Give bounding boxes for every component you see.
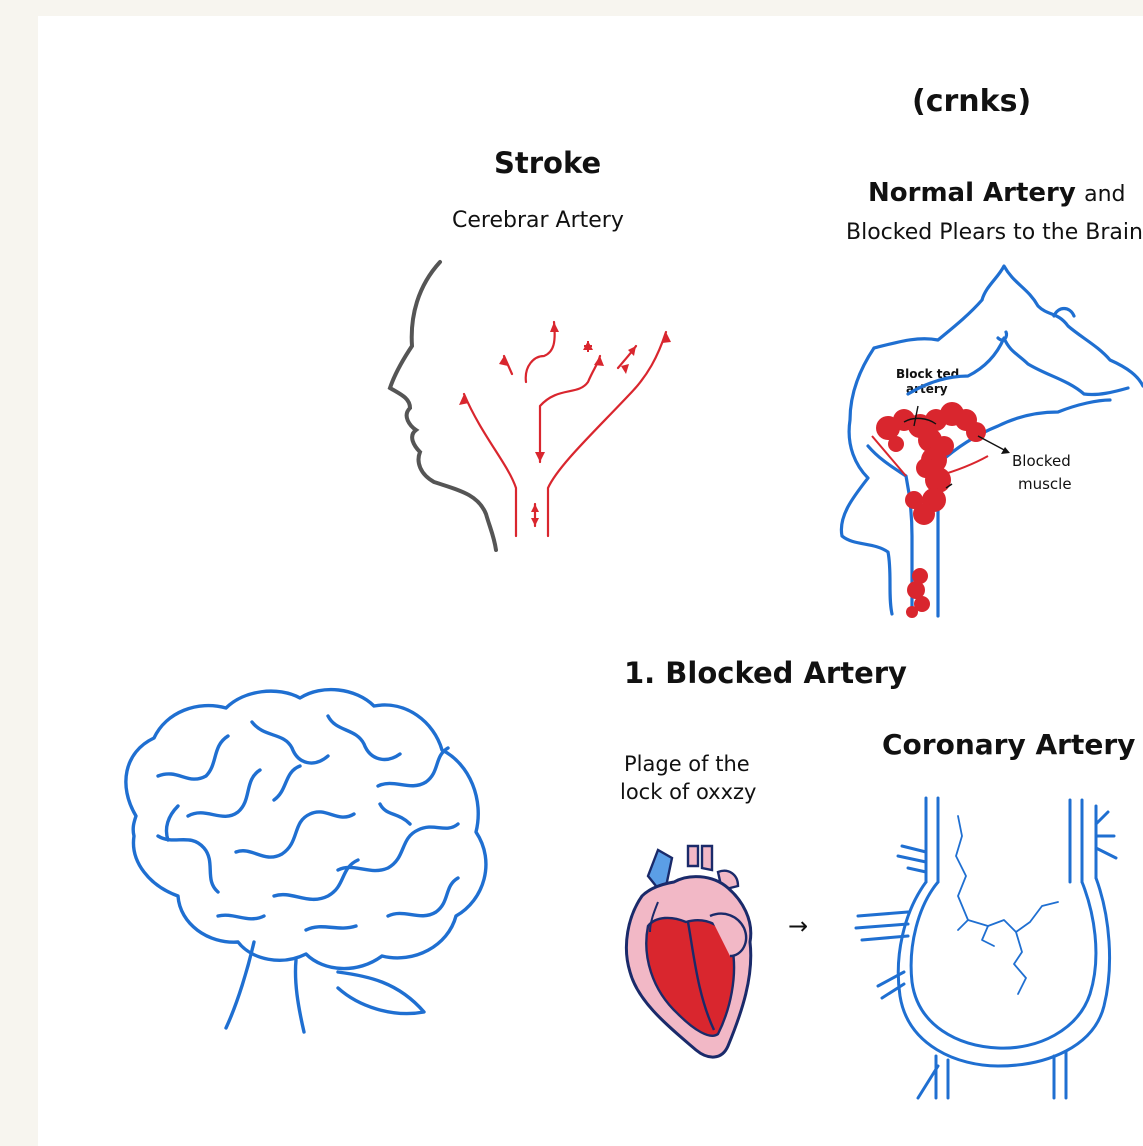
normal-artery-title: Normal Artery and xyxy=(868,178,1125,208)
label-blocked-artery-line2: artery xyxy=(906,382,948,396)
coronary-artery-title: Coronary Artery xyxy=(882,728,1135,761)
normal-artery-subtitle: Blocked Plears to the Brain xyxy=(846,220,1143,245)
header-tag: (crnks) xyxy=(912,84,1031,119)
label-blocked-artery-line1: Block ted xyxy=(896,367,959,381)
stroke-subtitle: Cerebrar Artery xyxy=(452,208,624,233)
diagram-sheet: (crnks) Stroke Cerebrar Artery Normal Ar… xyxy=(38,16,1143,1146)
normal-artery-title-rest: and xyxy=(1084,182,1125,207)
label-blocked-muscle-line1: Blocked xyxy=(1012,452,1071,470)
stroke-title: Stroke xyxy=(494,146,601,180)
blocked-caption-line1: Plage of the xyxy=(624,752,750,776)
flow-arrow: → xyxy=(788,912,808,940)
blocked-caption-line2: lock of oxxzy xyxy=(620,780,757,804)
normal-artery-title-bold: Normal Artery xyxy=(868,178,1076,208)
blocked-section-title: 1. Blocked Artery xyxy=(624,656,907,690)
label-blocked-muscle-line2: muscle xyxy=(1018,475,1072,493)
